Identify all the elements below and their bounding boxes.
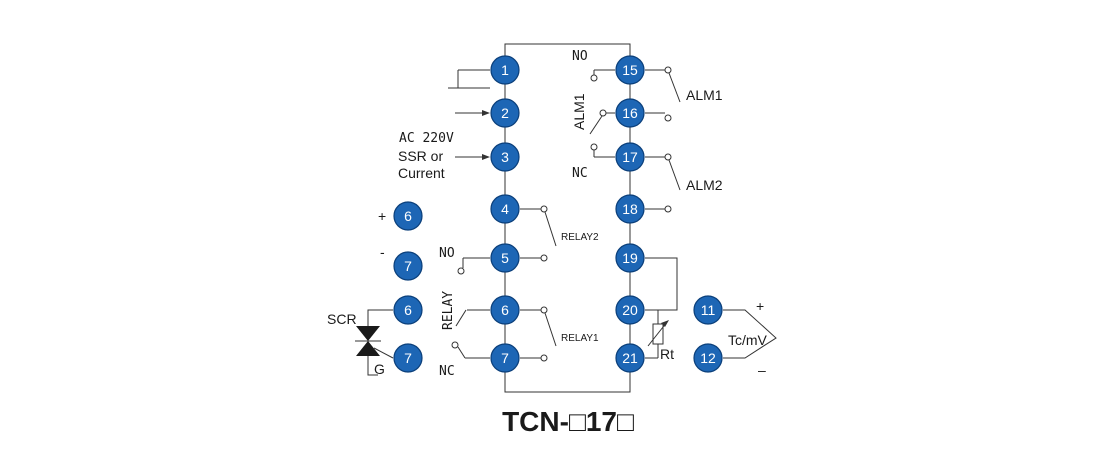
minus-label: - <box>380 244 385 260</box>
model-title: TCN-□17□ <box>502 406 634 437</box>
tc-minus-label: – <box>758 362 766 378</box>
alm-16-common <box>589 109 615 135</box>
terminal-4: 4 <box>490 194 520 224</box>
terminal-3: 3 <box>490 142 520 172</box>
svg-text:21: 21 <box>622 350 638 366</box>
tc-mv-label: Tc/mV <box>728 332 768 348</box>
housing-outline-bottom <box>504 358 631 393</box>
scr-label: SCR <box>327 311 357 327</box>
terminal-2: 2 <box>490 98 520 128</box>
alm2-label: ALM2 <box>686 177 723 193</box>
terminal-19: 19 <box>615 243 645 273</box>
svg-text:7: 7 <box>501 350 509 366</box>
terminal-17: 17 <box>615 142 645 172</box>
svg-text:15: 15 <box>622 62 638 78</box>
terminal-5: 5 <box>490 243 520 273</box>
relay2-contact <box>520 205 557 262</box>
relay-vertical-label: RELAY <box>441 291 456 330</box>
terminal-7: 7 <box>490 343 520 373</box>
relay1-label: RELAY1 <box>561 333 599 344</box>
svg-text:6: 6 <box>404 208 412 224</box>
plus-label: + <box>378 208 386 224</box>
arrow-to-terminal-3 <box>455 154 490 160</box>
alm-no-contact <box>590 69 615 82</box>
svg-text:11: 11 <box>701 302 716 318</box>
gate-label: G <box>374 361 385 377</box>
tc-terminal-11: 11 <box>693 295 723 325</box>
svg-text:2: 2 <box>501 105 509 121</box>
relay-no-nc-contacts <box>451 257 490 359</box>
svg-text:20: 20 <box>622 302 638 318</box>
alm1-label: ALM1 <box>686 87 723 103</box>
ground-symbol <box>448 69 490 89</box>
arrow-to-terminal-2 <box>455 110 490 116</box>
relay-no-label: NO <box>439 246 455 261</box>
svg-text:6: 6 <box>404 302 412 318</box>
svg-text:7: 7 <box>404 258 412 274</box>
terminal-16: 16 <box>615 98 645 128</box>
tc-wiring <box>723 309 777 359</box>
alm-nc-contact <box>590 143 615 158</box>
rt-label: Rt <box>660 346 674 362</box>
side-terminal-minus-7: 7 <box>393 251 423 281</box>
svg-text:18: 18 <box>622 201 638 217</box>
terminal-21: 21 <box>615 343 645 373</box>
svg-text:5: 5 <box>501 250 509 266</box>
svg-text:4: 4 <box>501 201 509 217</box>
terminal-20: 20 <box>615 295 645 325</box>
ssr-or-label: SSR or <box>398 148 443 164</box>
terminal-18: 18 <box>615 194 645 224</box>
ac-220v-label: AC 220V <box>399 131 454 146</box>
scr-terminal-7: 7 <box>393 343 423 373</box>
svg-text:6: 6 <box>501 302 509 318</box>
svg-text:7: 7 <box>404 350 412 366</box>
tc-plus-label: + <box>756 298 764 314</box>
alm-no-label: NO <box>572 49 588 64</box>
svg-text:17: 17 <box>622 149 638 165</box>
tc-terminal-12: 12 <box>693 343 723 373</box>
alm2-contact <box>645 153 681 213</box>
alm1-contact <box>645 66 681 122</box>
housing-outline <box>504 43 631 70</box>
svg-text:3: 3 <box>501 149 509 165</box>
terminal-15: 15 <box>615 55 645 85</box>
alm1-vertical-label: ALM1 <box>571 93 587 130</box>
relay-nc-label: NC <box>439 364 455 379</box>
relay2-label: RELAY2 <box>561 232 599 243</box>
svg-text:1: 1 <box>501 62 509 78</box>
rtd-wiring <box>645 257 678 359</box>
scr-terminal-6: 6 <box>393 295 423 325</box>
terminal-6: 6 <box>490 295 520 325</box>
current-label: Current <box>398 165 445 181</box>
relay1-contact <box>520 306 557 362</box>
scr-symbol <box>355 309 394 376</box>
terminal-1: 1 <box>490 55 520 85</box>
svg-text:12: 12 <box>700 350 716 366</box>
alm-nc-label: NC <box>572 166 588 181</box>
svg-text:16: 16 <box>622 105 638 121</box>
svg-text:19: 19 <box>622 250 638 266</box>
side-terminal-plus-6: 6 <box>393 201 423 231</box>
